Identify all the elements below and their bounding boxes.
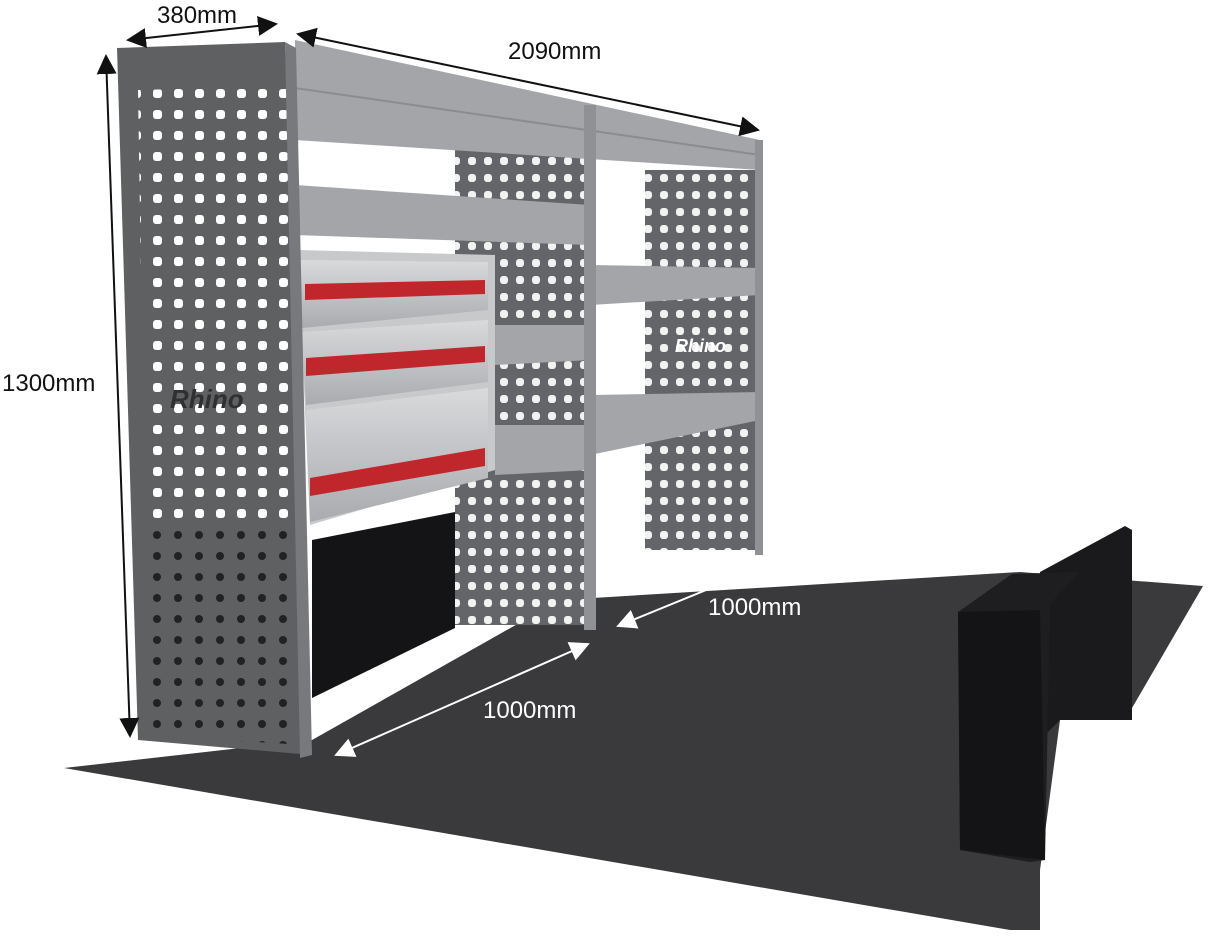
- wheel-arch: [958, 526, 1132, 862]
- left-end-panel: [117, 42, 312, 758]
- dimension-arrow-icon: [334, 642, 590, 757]
- shelf-right-lower: [590, 392, 760, 455]
- lower-back-panel: [312, 512, 455, 698]
- dimension-label-bay-right: 1000mm: [708, 594, 802, 621]
- dimension-arrow-icon: [96, 54, 140, 738]
- dimension-label-depth: 380mm: [157, 2, 238, 29]
- dimension-arrow-icon: [296, 27, 760, 137]
- shelf-left-low: [495, 425, 590, 475]
- brand-logo: Rhino: [675, 336, 726, 356]
- drawer-handle: [305, 280, 485, 300]
- right-post: [755, 140, 763, 555]
- dimension-label-height: 1300mm: [2, 370, 96, 397]
- brand-logo: Rhino: [170, 384, 244, 414]
- shelf-right-upper: [590, 265, 760, 305]
- middle-upright: [584, 105, 596, 630]
- dimension-arrow-icon: [616, 565, 762, 629]
- dimension-arrow-icon: [126, 15, 278, 49]
- drawer-handle: [306, 346, 485, 376]
- dimension-label-bay-left: 1000mm: [483, 697, 577, 724]
- rear-right-upright: [645, 170, 760, 550]
- floor-mat: [64, 572, 1203, 930]
- drawer-unit: [298, 250, 495, 525]
- drawer-1: [300, 260, 488, 328]
- shelf-left-upper: [295, 185, 590, 245]
- drawer-3: [306, 388, 488, 522]
- dimension-label-width: 2090mm: [508, 38, 602, 65]
- drawer-2: [302, 320, 488, 405]
- shelf-left-mid: [495, 325, 590, 365]
- drawer-handle: [310, 448, 485, 496]
